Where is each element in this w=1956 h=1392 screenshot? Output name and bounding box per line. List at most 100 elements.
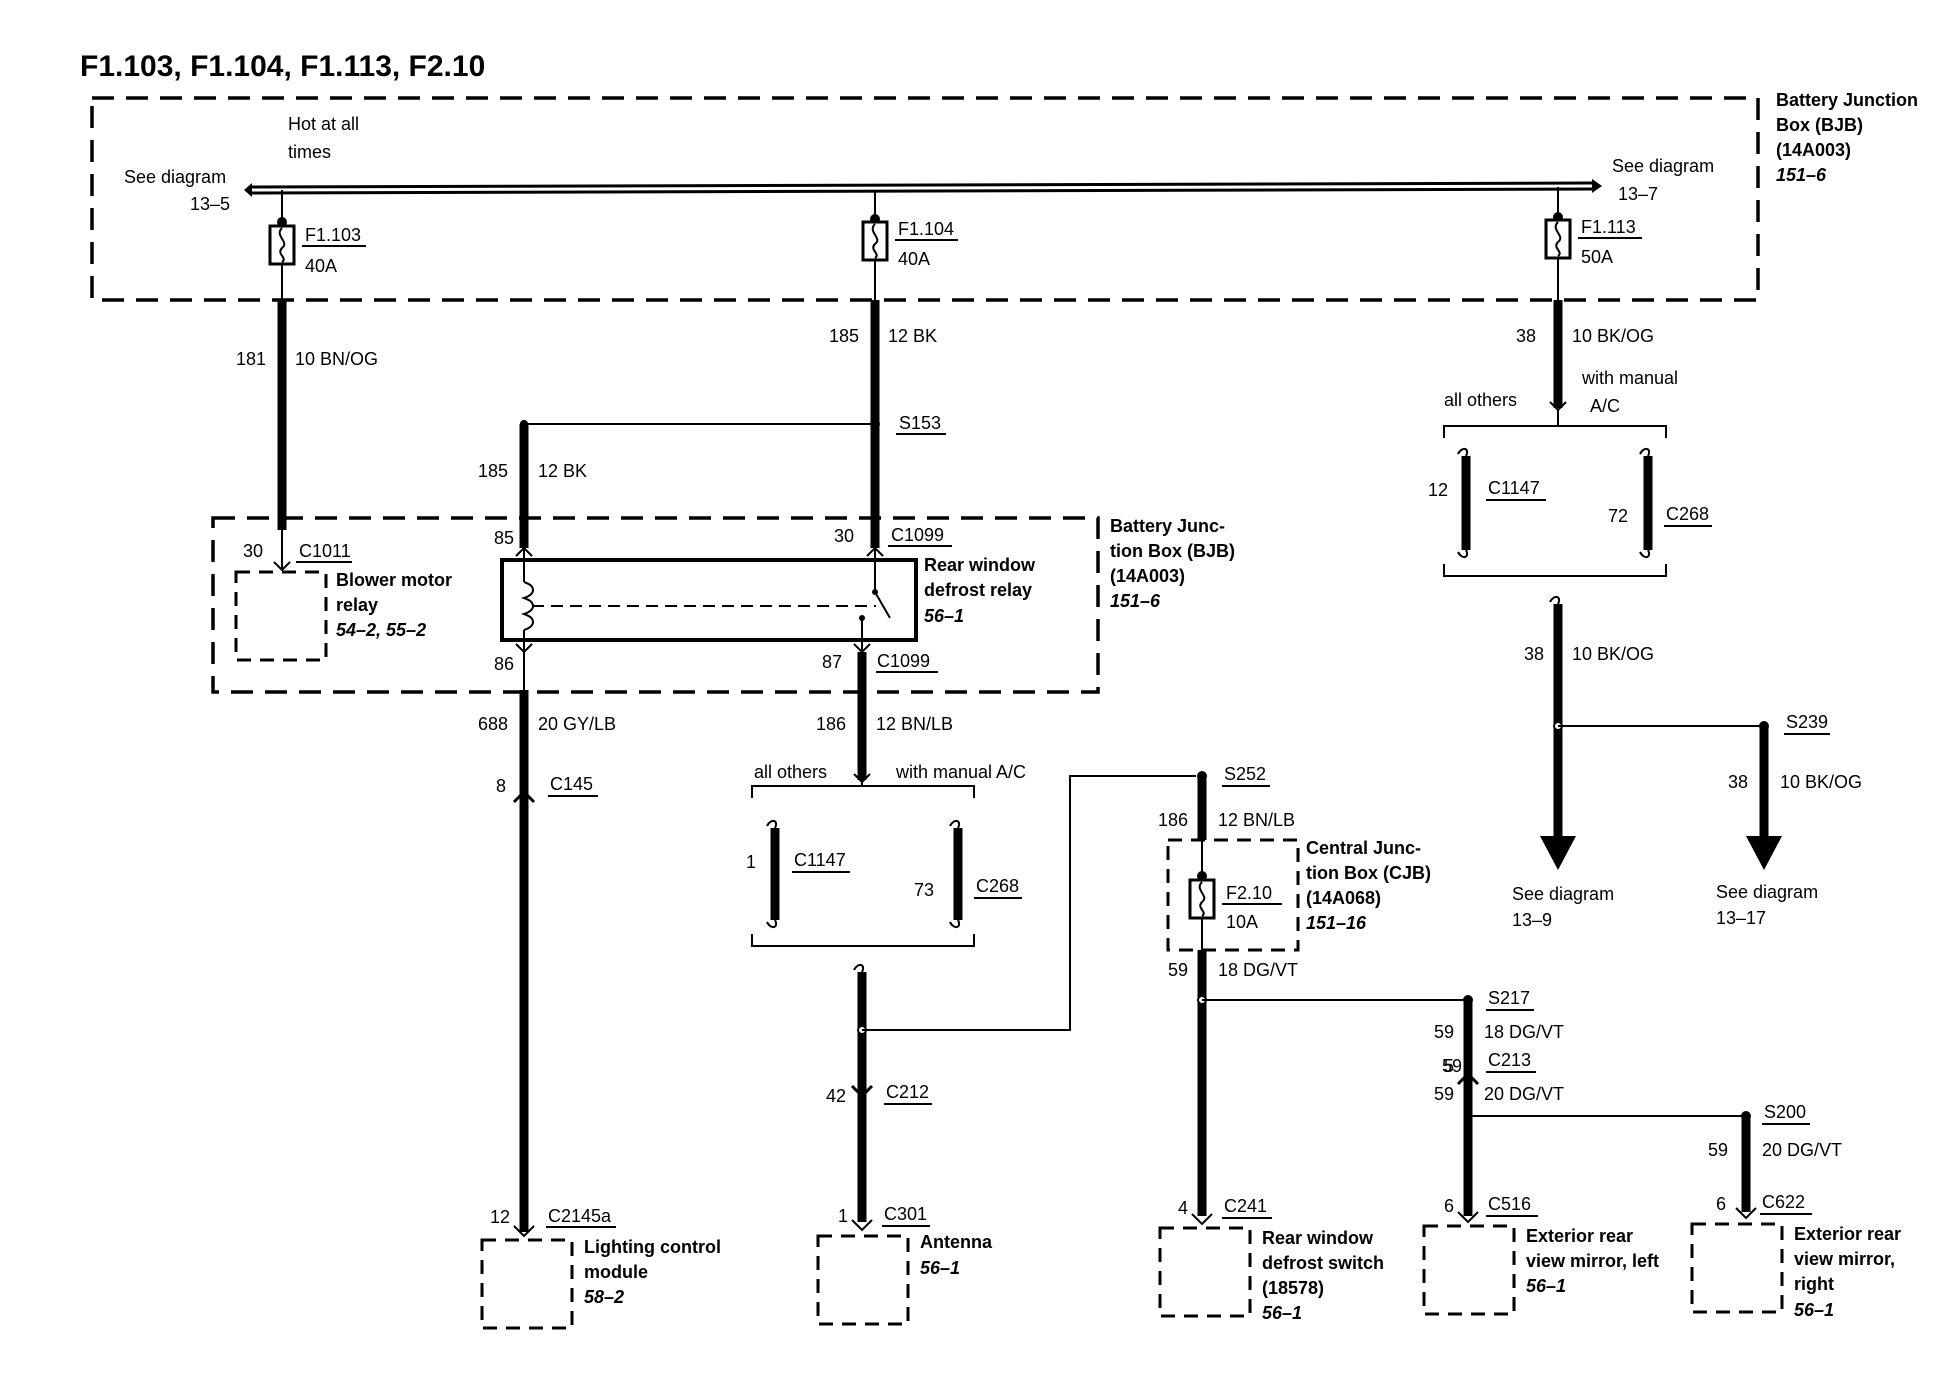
fuse-f1104: F1.104 40A <box>861 190 958 300</box>
wire-59c-spec: 20 DG/VT <box>1484 1084 1564 1104</box>
bjb-top-name-2: Box (BJB) <box>1776 115 1863 135</box>
splice-s252-label: S252 <box>1224 764 1266 784</box>
defrost-pin30: 30 <box>834 526 854 546</box>
splice-s217: S217 <box>1463 988 1534 1011</box>
defrost-switch-name-3: (18578) <box>1262 1278 1324 1298</box>
offpage-a-letter: A <box>1552 843 1562 859</box>
mid-option-block: all others with manual A/C 1 C1147 73 C2… <box>746 762 1026 947</box>
lighting-control-module: 12 C2145a Lighting control module 58–2 <box>480 1206 721 1330</box>
c2145a-pin: 12 <box>490 1207 510 1227</box>
antenna-ref: 56–1 <box>920 1258 960 1278</box>
offpage-k-see-1: See diagram <box>1716 882 1818 902</box>
c145-pin: 8 <box>496 776 506 796</box>
cjb-box: F2.10 10A Central Junc- tion Box (CJB) (… <box>1166 838 1431 952</box>
mid-conn-a: C1147 <box>794 850 846 870</box>
bjb-relay-ref: 151–6 <box>1110 591 1161 611</box>
fuse-f210-rating: 10A <box>1226 912 1258 932</box>
antenna-name: Antenna <box>920 1232 993 1252</box>
c301-pin: 1 <box>838 1206 848 1226</box>
cjb-name-3: (14A068) <box>1306 888 1381 908</box>
fuse-f1103: F1.103 40A <box>268 190 366 300</box>
cjb-name-1: Central Junc- <box>1306 838 1421 858</box>
c212-pin: 42 <box>826 1086 846 1106</box>
offpage-a-see-2: 13–9 <box>1512 910 1552 930</box>
splice-s239: S239 <box>1759 712 1830 735</box>
c241-conn: C241 <box>1224 1196 1267 1216</box>
wire-59-main: 59 18 DG/VT <box>1168 950 1468 1216</box>
wire-186-mid: 186 12 BN/LB <box>816 652 953 784</box>
wire-185a-circuit: 185 <box>829 326 859 346</box>
right-all-others: all others <box>1444 390 1517 410</box>
blower-name-1: Blower motor <box>336 570 452 590</box>
splice-s239-label: S239 <box>1786 712 1828 732</box>
right-with-manual-2: A/C <box>1590 396 1620 416</box>
wire-186-lower <box>853 775 1196 1222</box>
connector-c212: 42 C212 <box>826 1082 932 1106</box>
c213-conn: C213 <box>1488 1050 1531 1070</box>
right-pin-a: 12 <box>1428 480 1448 500</box>
fuse-f1113-rating: 50A <box>1581 247 1613 267</box>
mirror-left-name-1: Exterior rear <box>1526 1226 1633 1246</box>
offpage-k-letter: K <box>1758 843 1768 859</box>
splice-s153-label: S153 <box>899 413 941 433</box>
defrost-switch-name-2: defrost switch <box>1262 1253 1384 1273</box>
bjb-relay-name-1: Battery Junc- <box>1110 516 1225 536</box>
fuse-f1113: F1.113 50A <box>1544 187 1642 300</box>
wire-59-right: 59 20 DG/VT <box>1708 1116 1842 1212</box>
defrost-switch: 4 C241 Rear window defrost switch (18578… <box>1158 1196 1384 1323</box>
blower-motor-relay: 30 C1011 Blower motor relay 54–2, 55–2 <box>234 530 452 662</box>
see-right-2: 13–7 <box>1618 184 1658 204</box>
offpage-a: A See diagram 13–9 <box>1512 836 1614 930</box>
mirror-left: 6 C516 Exterior rear view mirror, left 5… <box>1422 1194 1659 1316</box>
bjb-top-name-1: Battery Junction <box>1776 90 1918 110</box>
wire-38-lower: 38 10 BK/OG <box>1524 596 1764 840</box>
wire-688-circuit: 688 <box>478 714 508 734</box>
splice-s252: S252 <box>1197 764 1270 787</box>
offpage-k: K See diagram 13–17 <box>1716 836 1818 928</box>
wire-186a-spec: 12 BN/LB <box>876 714 953 734</box>
fuse-f1103-rating: 40A <box>305 256 337 276</box>
wire-181: 181 10 BN/OG <box>236 300 378 530</box>
page-title: F1.103, F1.104, F1.113, F2.10 <box>80 50 485 83</box>
blower-name-2: relay <box>336 595 378 615</box>
mid-pin-a: 1 <box>746 852 756 872</box>
wire-185-branch: 185 12 BK <box>478 424 587 548</box>
cjb-name-2: tion Box (CJB) <box>1306 863 1431 883</box>
mirror-right-name-2: view mirror, <box>1794 1249 1895 1269</box>
bus-bar <box>244 179 1602 197</box>
fuse-f1104-id: F1.104 <box>898 219 954 239</box>
splice-s153: S153 <box>520 413 946 435</box>
blower-conn: C1011 <box>299 541 351 561</box>
mirror-right-name-1: Exterior rear <box>1794 1224 1901 1244</box>
see-left-1: See diagram <box>124 167 226 187</box>
connector-c145: 8 C145 <box>496 774 598 804</box>
splice-s200: S200 <box>1741 1102 1810 1125</box>
wire-59-left: 59 18 DG/VT 59 20 DG/VT <box>1434 1000 1746 1216</box>
c145-conn: C145 <box>550 774 593 794</box>
c622-conn: C622 <box>1762 1192 1805 1212</box>
wire-186a-circuit: 186 <box>816 714 846 734</box>
mid-with-manual: with manual A/C <box>895 762 1026 782</box>
defrost-name-1: Rear window <box>924 555 1036 575</box>
c241-pin: 4 <box>1178 1198 1188 1218</box>
wire-38a-spec: 10 BK/OG <box>1572 326 1654 346</box>
wire-688: 688 20 GY/LB <box>478 652 616 1232</box>
cjb-ref: 151–16 <box>1306 913 1367 933</box>
bjb-relay-name-3: (14A003) <box>1110 566 1185 586</box>
c516-pin: 6 <box>1444 1196 1454 1216</box>
connector-c213: 5 C213 59 <box>1434 1050 1536 1104</box>
fuse-f1103-id: F1.103 <box>305 225 361 245</box>
defrost-ref: 56–1 <box>924 606 964 626</box>
offpage-k-see-2: 13–17 <box>1716 908 1766 928</box>
bjb-top-name-3: (14A003) <box>1776 140 1851 160</box>
mirror-right-name-3: right <box>1794 1274 1834 1294</box>
wire-38a-circuit: 38 <box>1516 326 1536 346</box>
wire-186-cjb: 186 12 BN/LB <box>1158 776 1295 840</box>
lighting-ref: 58–2 <box>584 1287 624 1307</box>
c622-pin: 6 <box>1716 1194 1726 1214</box>
wire-688-spec: 20 GY/LB <box>538 714 616 734</box>
wire-59c-circuit: 59 <box>1442 1056 1462 1076</box>
fuse-f1104-rating: 40A <box>898 249 930 269</box>
wire-59b-spec: 18 DG/VT <box>1484 1022 1564 1042</box>
mirror-right: 6 C622 Exterior rear view mirror, right … <box>1690 1192 1901 1320</box>
